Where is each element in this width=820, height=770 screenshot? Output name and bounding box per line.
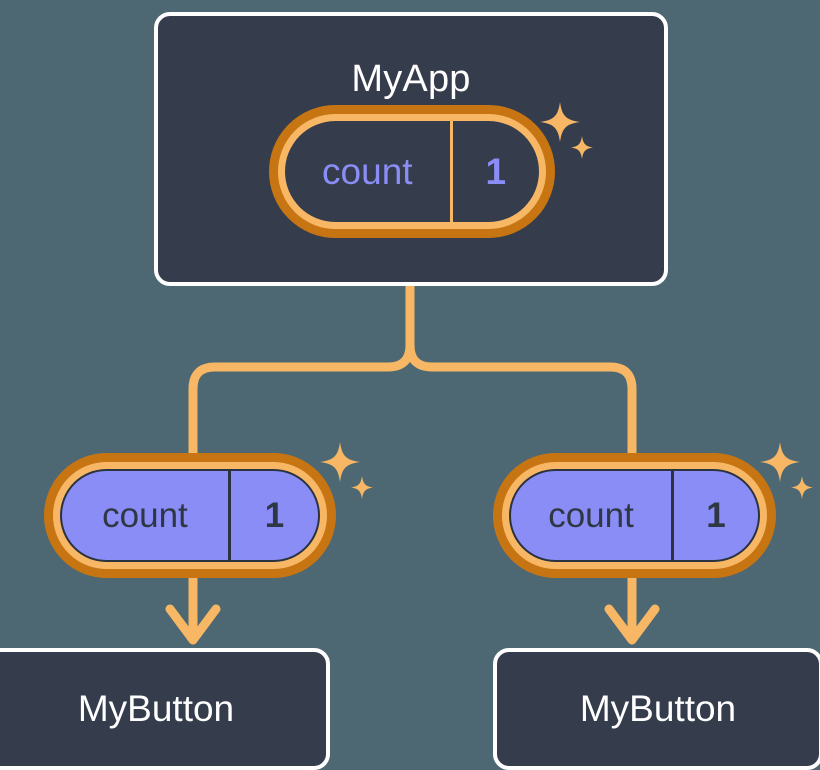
fork-connector bbox=[188, 281, 415, 460]
state-pill-inner: count 1 bbox=[285, 121, 539, 222]
state-pill-root[interactable]: count 1 bbox=[269, 105, 555, 238]
state-pill-inner: count 1 bbox=[60, 469, 320, 562]
sparkle-large-icon bbox=[320, 442, 360, 482]
state-pill-inner: count 1 bbox=[509, 469, 760, 562]
sparkle-large-icon bbox=[760, 442, 800, 482]
state-value: 1 bbox=[706, 496, 726, 535]
state-value: 1 bbox=[485, 151, 507, 192]
sparkle-small-icon bbox=[791, 476, 813, 499]
arrow-down-icon-left bbox=[165, 573, 221, 645]
node-label: MyButton bbox=[77, 688, 235, 729]
node-label: MyButton bbox=[579, 688, 737, 729]
state-pill-child-right[interactable]: count 1 bbox=[493, 453, 776, 578]
state-pill-child-left[interactable]: count 1 bbox=[44, 453, 336, 578]
node-mybutton-card-left[interactable]: MyButton bbox=[0, 648, 330, 770]
state-value: 1 bbox=[264, 496, 285, 535]
node-mybutton-card-right[interactable]: MyButton bbox=[493, 648, 820, 770]
sparkle-small-icon bbox=[351, 476, 373, 499]
sparkles-icon-right bbox=[758, 440, 818, 515]
sparkle-small-icon bbox=[571, 136, 593, 159]
state-name: count bbox=[511, 471, 675, 560]
sparkle-large-icon bbox=[540, 102, 580, 142]
fork-connector-right bbox=[405, 281, 637, 460]
arrow-down-icon-right bbox=[604, 573, 660, 645]
page-title: MyApp bbox=[351, 58, 471, 100]
sparkles-icon-root bbox=[538, 100, 598, 175]
state-name: count bbox=[62, 471, 231, 560]
sparkles-icon-left bbox=[318, 440, 378, 515]
state-name: count bbox=[285, 121, 453, 222]
